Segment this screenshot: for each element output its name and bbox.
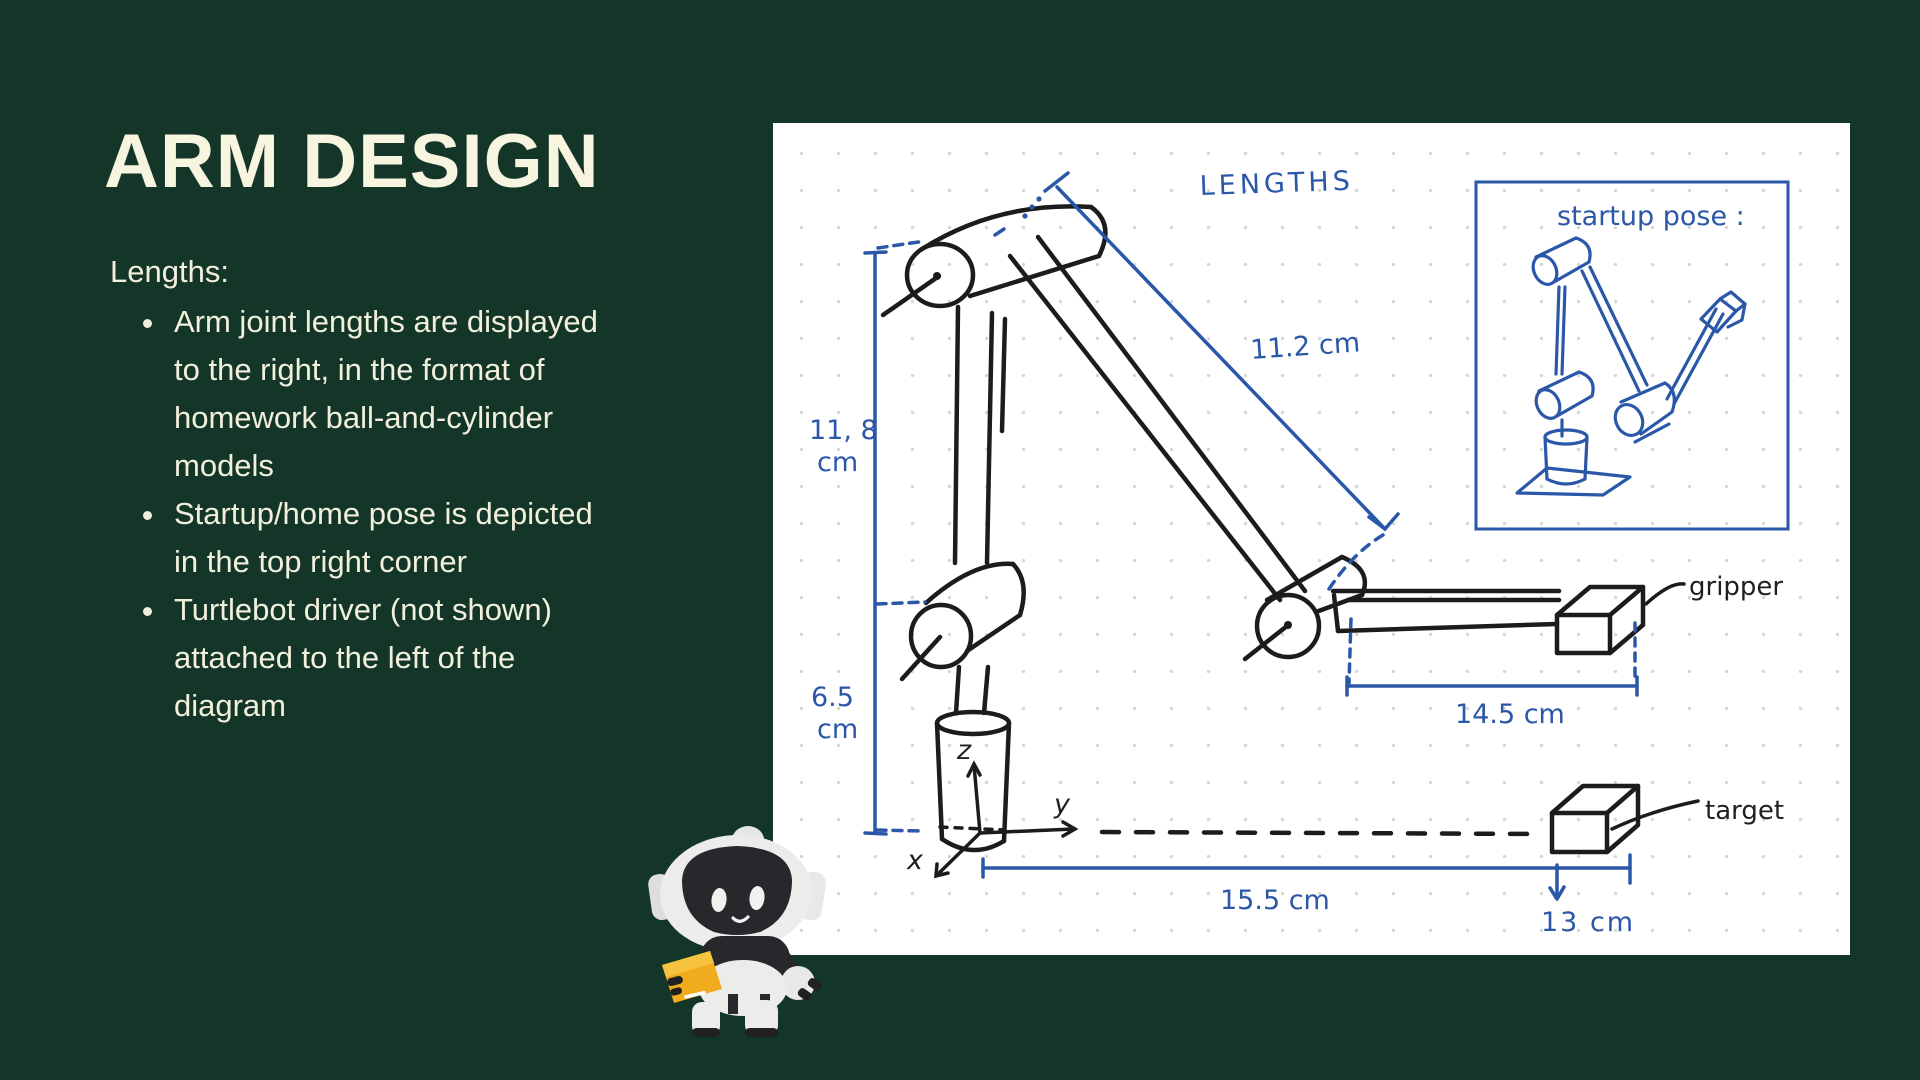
base-cylinder <box>934 709 1012 853</box>
diagram-heading: LENGTHS <box>1199 166 1354 202</box>
bullet-list: Arm joint lengths are displayed to the r… <box>110 298 700 730</box>
gripper-leader-line <box>1644 582 1686 606</box>
lengths-label: Lengths: <box>110 254 229 289</box>
lower-link <box>953 664 991 716</box>
dim-forearm-value: 14.5 cm <box>1455 699 1565 730</box>
mascot-sole-right <box>745 1028 778 1037</box>
gripper-box <box>1554 584 1646 656</box>
startup-pose-inset: startup pose : <box>1474 180 1790 531</box>
dim-reach-value: 15.5 cm <box>1220 885 1330 916</box>
target-label: target <box>1705 796 1784 826</box>
upper-arm-link <box>952 304 1008 566</box>
mascot-eye-left <box>711 888 727 912</box>
inset-border <box>1474 180 1790 531</box>
body-text: Lengths: Arm joint lengths are displayed… <box>110 248 700 730</box>
mascot-finger-2 <box>807 978 822 991</box>
page-title: ARM DESIGN <box>104 119 600 204</box>
bullet-joint-lengths: Arm joint lengths are displayed to the r… <box>168 298 700 490</box>
mascot-folder-clip-1 <box>667 975 683 987</box>
dim-left-vertical: 11, 8 cm 6.5 cm <box>809 239 927 836</box>
mascot-face-screen <box>682 846 792 935</box>
ground-dashed-line <box>1099 829 1546 837</box>
dim-reach: 15.5 cm <box>981 853 1632 916</box>
elbow-joint <box>899 561 1026 682</box>
gripper-label: gripper <box>1689 572 1783 602</box>
axis-z-label: z <box>956 735 972 766</box>
dim-offset-value: 13 cm <box>1541 907 1635 938</box>
mascot-eye-right <box>749 886 765 910</box>
arm-sketch: z y x <box>880 204 1784 879</box>
dim-link2-unit: cm <box>817 714 858 745</box>
dim-link1-value: 11, 8 <box>809 415 878 446</box>
target-box <box>1549 783 1641 855</box>
bullet-startup-pose: Startup/home pose is depicted in the top… <box>168 490 700 586</box>
target-leader-line <box>1610 799 1700 831</box>
wrist-joint <box>1242 554 1368 662</box>
mascot-finger-1 <box>797 988 812 1001</box>
arm-diagram: z y x <box>809 166 1790 938</box>
pose-sketch <box>1515 236 1747 497</box>
dim-offset: 13 cm <box>1541 863 1635 938</box>
mascot-smile <box>731 915 750 923</box>
mascot-folder-clip-2 <box>670 987 683 996</box>
diagonal-link <box>1007 234 1308 603</box>
dimensions: LENGTHS 11, 8 cm 6.5 cm <box>809 166 1639 938</box>
dim-forearm: 14.5 cm <box>1345 617 1639 730</box>
diagram-panel: z y x <box>773 123 1850 955</box>
axis-x-label: x <box>906 845 924 876</box>
shoulder-joint <box>880 204 1108 318</box>
dim-link2-value: 6.5 <box>811 682 854 713</box>
mascot-folder-flap <box>662 951 714 977</box>
dim-link3-value: 11.2 cm <box>1249 327 1361 366</box>
mascot-boot-left <box>692 1002 720 1036</box>
forearm-bar <box>1330 588 1562 634</box>
robot-mascot <box>648 826 826 1037</box>
dim-diagonal: 11.2 cm <box>993 171 1400 591</box>
mascot-leg-left <box>728 994 738 1014</box>
dim-link1-unit: cm <box>817 447 858 478</box>
coordinate-axes: z y x <box>906 735 1079 879</box>
inset-title: startup pose : <box>1557 201 1745 232</box>
axis-y-label: y <box>1053 789 1071 820</box>
mascot-folder-slot <box>684 990 706 999</box>
mascot-boot-right <box>745 1000 778 1036</box>
bullet-turtlebot-driver: Turtlebot driver (not shown) attached to… <box>168 586 700 730</box>
mascot-sole-left <box>692 1028 720 1037</box>
